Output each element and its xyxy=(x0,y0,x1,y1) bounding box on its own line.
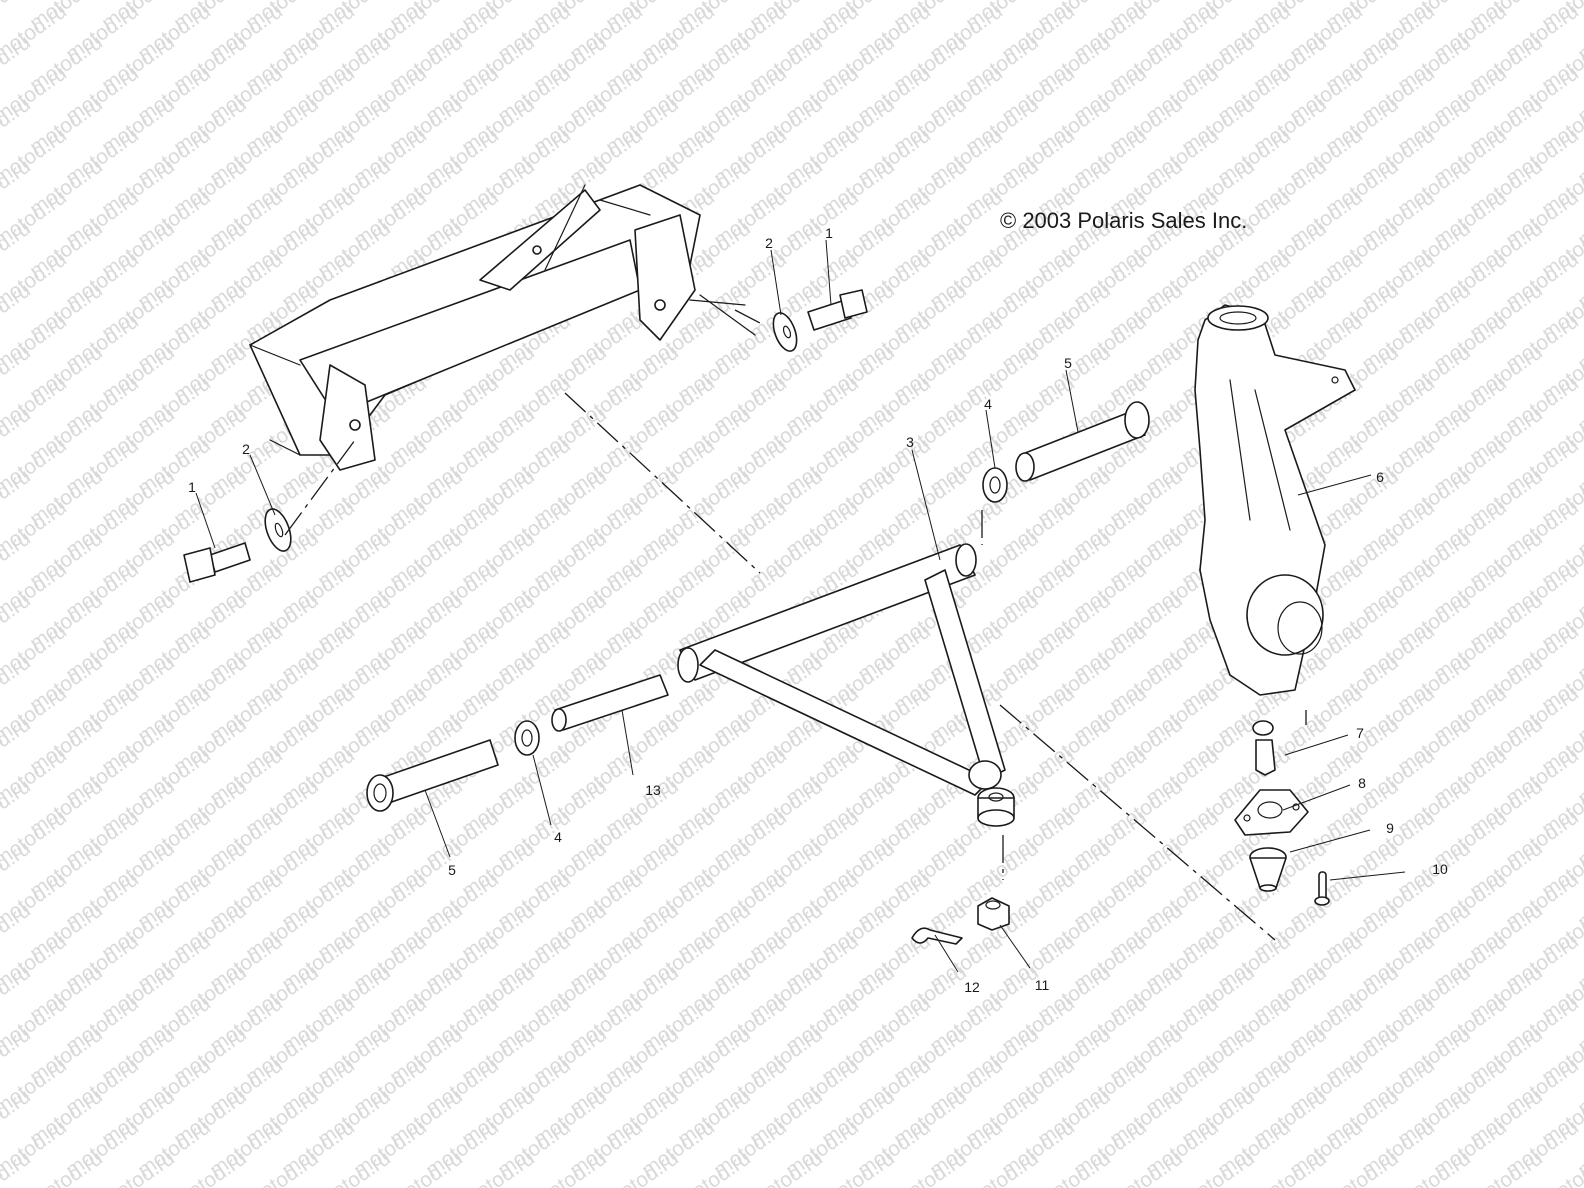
callout-5-upper: 5 xyxy=(1064,355,1072,371)
castle-nut xyxy=(977,897,1010,931)
callout-3: 3 xyxy=(906,434,914,450)
callout-13: 13 xyxy=(645,782,661,798)
callout-4-upper: 4 xyxy=(984,396,992,412)
ball-joint-boot xyxy=(977,787,1015,827)
callout-11: 11 xyxy=(1035,977,1050,993)
callout-2-right: 2 xyxy=(765,235,773,251)
callout-9: 9 xyxy=(1386,820,1394,836)
callout-2-left: 2 xyxy=(242,441,250,457)
callout-12: 12 xyxy=(964,979,980,995)
spacer-upper xyxy=(982,467,1008,503)
callout-1-right: 1 xyxy=(825,225,833,241)
copyright-notice: © 2003 Polaris Sales Inc. xyxy=(1000,208,1247,233)
ball-joint-stud xyxy=(1252,720,1276,776)
callout-8: 8 xyxy=(1358,775,1366,791)
callout-5-lower: 5 xyxy=(448,862,456,878)
callout-6: 6 xyxy=(1376,469,1384,485)
spacer-lower xyxy=(514,720,540,756)
callout-7: 7 xyxy=(1356,725,1364,741)
callout-10: 10 xyxy=(1432,861,1448,877)
callout-1-left: 1 xyxy=(188,479,196,495)
callout-4-lower: 4 xyxy=(554,829,562,845)
